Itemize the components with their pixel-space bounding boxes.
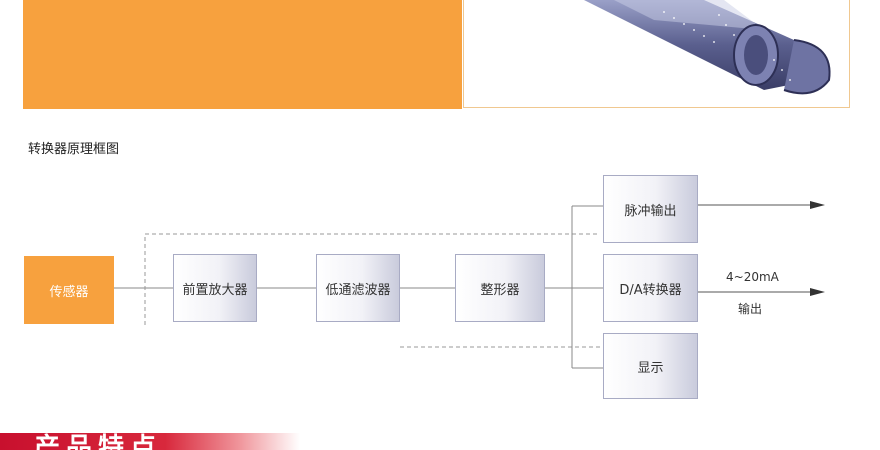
pulse-output-block: 脉冲输出 — [603, 175, 698, 243]
analog-output-label: 输出 — [738, 302, 763, 316]
da-converter-block: D/A转换器 — [603, 254, 698, 322]
flowmeter-pipe-illustration — [584, 0, 831, 95]
diagram-title: 转换器原理框图 — [28, 142, 120, 157]
preamp-block: 前置放大器 — [173, 254, 257, 322]
shaper-block: 整形器 — [455, 254, 545, 322]
sensor-block: 传感器 — [24, 256, 114, 324]
lowpass-filter-block: 低通滤波器 — [316, 254, 400, 322]
analog-arrowhead — [810, 288, 825, 296]
orange-header-panel — [23, 0, 462, 109]
features-banner-title: 产品特点 — [34, 433, 163, 450]
features-banner: 产品特点 — [0, 433, 300, 450]
dashed-line-upper — [144, 233, 600, 325]
display-block: 显示 — [603, 333, 698, 399]
product-image-panel — [463, 0, 850, 108]
pulse-arrowhead — [810, 201, 825, 209]
analog-signal-label: 4~20mA — [726, 270, 779, 284]
